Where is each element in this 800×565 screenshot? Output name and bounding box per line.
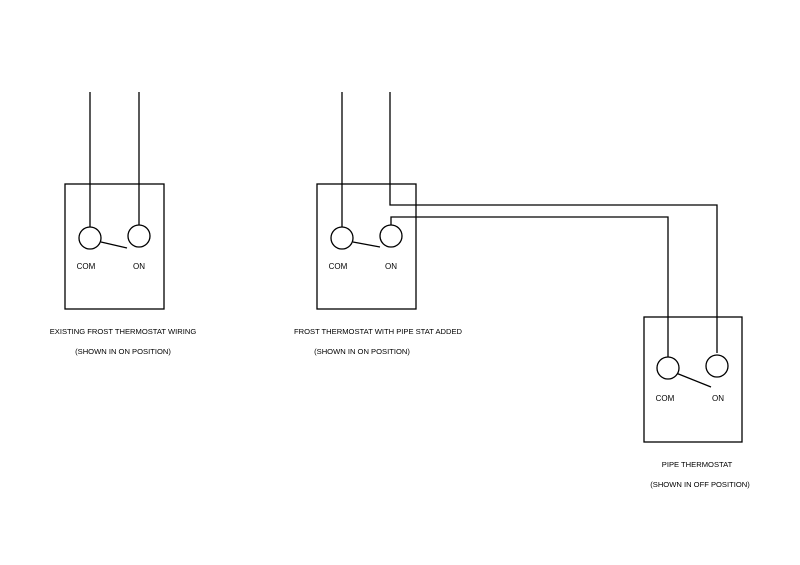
thermostat-box — [316, 183, 417, 310]
on-label: ON — [712, 394, 724, 403]
supply-to-pipe-stat-wire — [389, 92, 718, 353]
on-label: ON — [385, 262, 397, 271]
on-terminal — [379, 224, 403, 248]
com-terminal — [330, 226, 354, 250]
caption-title: EXISTING FROST THERMOSTAT WIRING — [50, 327, 197, 336]
com-terminal — [656, 356, 680, 380]
on-terminal — [127, 224, 151, 248]
thermostat-box — [64, 183, 165, 310]
switch-blade — [100, 241, 128, 249]
pipe-stat-return-wire — [390, 216, 669, 357]
existing-frost-thermostat: COM ON EXISTING FROST THERMOSTAT WIRING … — [50, 92, 197, 356]
pipe-thermostat: COM ON PIPE THERMOSTAT (SHOWN IN OFF POS… — [643, 316, 750, 489]
caption-state: (SHOWN IN ON POSITION) — [314, 347, 410, 356]
on-label: ON — [133, 262, 145, 271]
com-label: COM — [329, 262, 348, 271]
com-terminal — [78, 226, 102, 250]
thermostat-box — [643, 316, 743, 443]
on-terminal — [705, 354, 729, 378]
frost-thermostat-with-pipe-stat: COM ON FROST THERMOSTAT WITH PIPE STAT A… — [294, 92, 718, 357]
caption-state: (SHOWN IN ON POSITION) — [75, 347, 171, 356]
caption-title: PIPE THERMOSTAT — [662, 460, 733, 469]
com-label: COM — [656, 394, 675, 403]
caption-state: (SHOWN IN OFF POSITION) — [650, 480, 750, 489]
caption-title: FROST THERMOSTAT WITH PIPE STAT ADDED — [294, 327, 463, 336]
com-label: COM — [77, 262, 96, 271]
switch-blade — [675, 372, 712, 388]
switch-blade — [352, 241, 381, 248]
